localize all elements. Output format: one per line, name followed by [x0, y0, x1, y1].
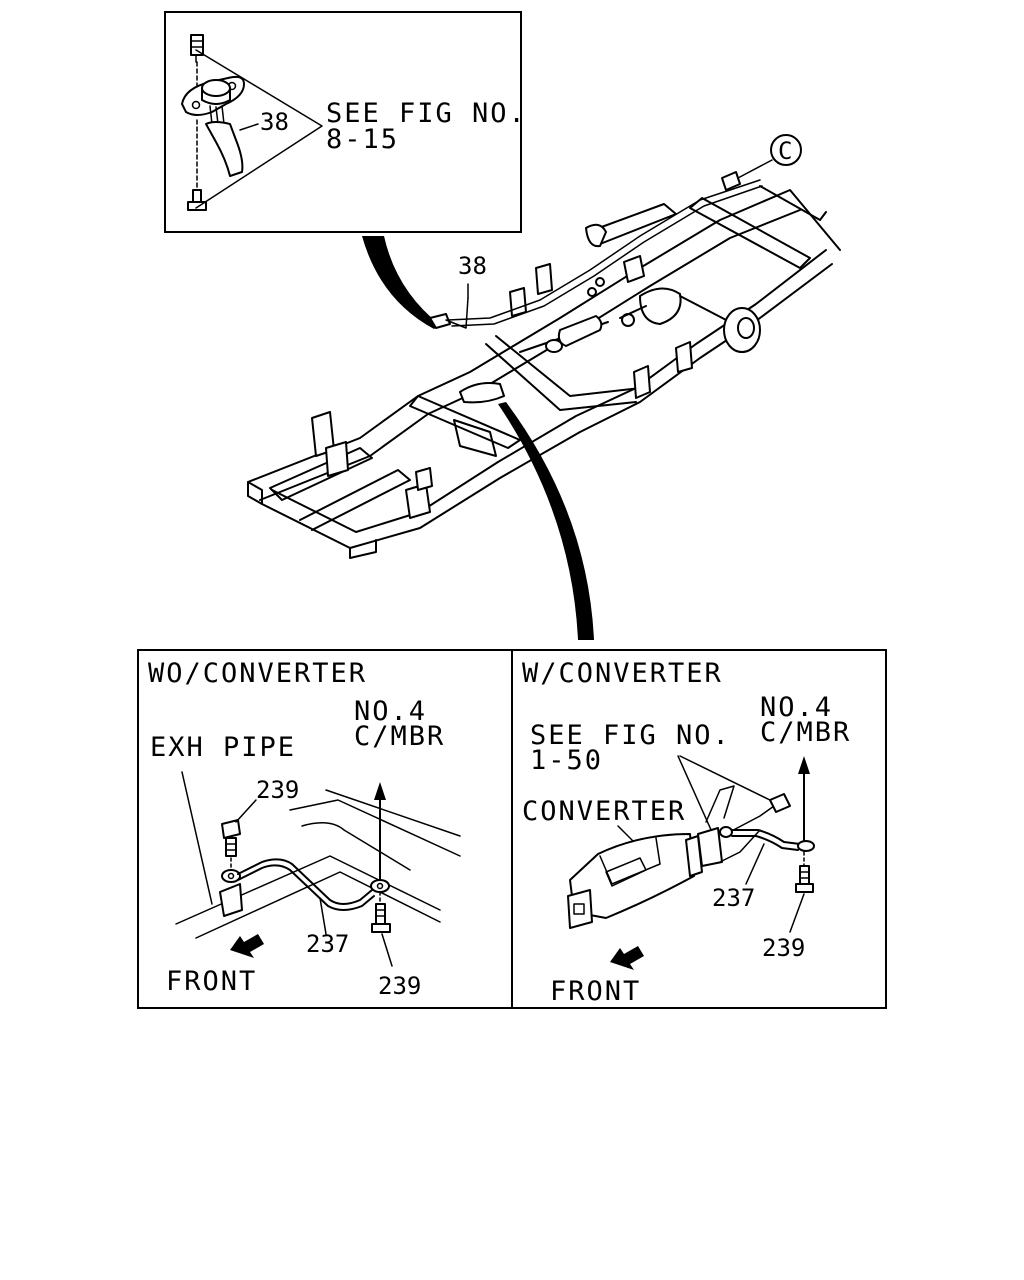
panel-left-exh-pipe: [175, 855, 441, 925]
panel-right-crossmember-line1: NO.4: [760, 692, 833, 723]
panel-left-pipe-bracket: [219, 883, 243, 917]
panel-left-bolt-lower-number: 239: [378, 972, 421, 1000]
panel-right-ref-leader-a: [677, 755, 713, 833]
pointer-frame-to-panels: [498, 402, 594, 640]
panel-left-ground-strap: [221, 858, 390, 911]
inset-sensor-harness: [205, 105, 244, 177]
panel-left-bolt-lower-leader: [381, 933, 393, 967]
panel-left-bolt-lower: [371, 891, 391, 933]
inset-ref-triangle: [195, 49, 323, 209]
panel-left-strap-leader: [319, 897, 327, 935]
wire-harness: [447, 179, 761, 321]
frame-sensor-38: [429, 313, 451, 329]
inset-see-fig-line1: SEE FIG NO.: [326, 98, 527, 129]
inset-see-fig-line2: 8-15: [326, 124, 399, 155]
frame-left-rail-outer: [247, 189, 841, 483]
panel-with-converter: W/CONVERTER NO.4 C/MBR SEE FIG NO. 1-50 …: [522, 658, 851, 1007]
connector-callout-label: C: [778, 137, 792, 165]
panel-right-bolt-number: 239: [762, 934, 805, 962]
inset-bottom-bolt: [187, 119, 207, 211]
frame-mid-crossmember: [409, 395, 521, 449]
frame-bracket: [535, 263, 553, 295]
inset-sensor-detail: 38 SEE FIG NO. 8-15: [164, 11, 527, 233]
panel-right-strap-number: 237: [712, 884, 755, 912]
panel-right-converter: [567, 827, 723, 929]
panel-left-front-arrow: [230, 934, 264, 958]
panel-right-see-fig-line2: 1-50: [530, 745, 603, 776]
panel-right-strap-leader: [745, 843, 765, 885]
panel-right-converter-label: CONVERTER: [522, 796, 686, 827]
panel-right-front-label: FRONT: [550, 976, 641, 1007]
panel-right-bolt: [795, 851, 814, 893]
panel-left-title: WO/CONVERTER: [148, 658, 367, 689]
panel-right-ground-strap: [719, 826, 815, 852]
panel-right-ref-bolt: [769, 793, 791, 813]
inset-top-bolt: [190, 34, 204, 87]
connector-callout-circle: [770, 134, 802, 166]
muffler: [557, 315, 603, 347]
panel-right-title: W/CONVERTER: [522, 658, 723, 689]
connector: [721, 171, 741, 191]
inset-sensor-flange: [181, 75, 245, 116]
inset-part-38: 38: [260, 108, 289, 136]
panel-right-see-fig-line1: SEE FIG NO.: [530, 720, 731, 751]
panel-left-exh-pipe-leader: [181, 771, 213, 905]
panel-left-front-label: FRONT: [166, 966, 257, 997]
panel-right-bolt-leader: [789, 893, 805, 933]
inset-leader-38: [239, 123, 259, 131]
inset-border: [164, 11, 522, 233]
rear-differential: [639, 287, 682, 325]
panel-without-converter: WO/CONVERTER NO.4 C/MBR EXH PIPE 239: [148, 658, 461, 1000]
panel-right-ref-leader-b: [679, 755, 775, 803]
frame-part-38: 38: [458, 252, 487, 280]
pointer-inset-to-frame: [362, 236, 440, 329]
frame-front-crossmember: [269, 447, 373, 501]
panel-left-crossmember-line2: C/MBR: [354, 721, 445, 752]
panel-left-bolt-upper-number: 239: [256, 776, 299, 804]
frame-right-rail-outer: [261, 263, 833, 549]
panel-right-pipe-stub: [705, 785, 735, 823]
panel-left-crossmember-line1: NO.4: [354, 696, 427, 727]
panel-right-front-arrow: [610, 946, 644, 970]
panel-right-crossmember-line2: C/MBR: [760, 717, 851, 748]
frame-converter-area: [459, 382, 505, 404]
vehicle-frame: 38 C: [247, 134, 841, 559]
panel-left-bolt-upper-leader: [235, 799, 257, 823]
panel-left-bolt-upper: [221, 819, 241, 871]
panel-left-exh-pipe-label: EXH PIPE: [150, 732, 296, 763]
panel-left-strap-number: 237: [306, 930, 349, 958]
